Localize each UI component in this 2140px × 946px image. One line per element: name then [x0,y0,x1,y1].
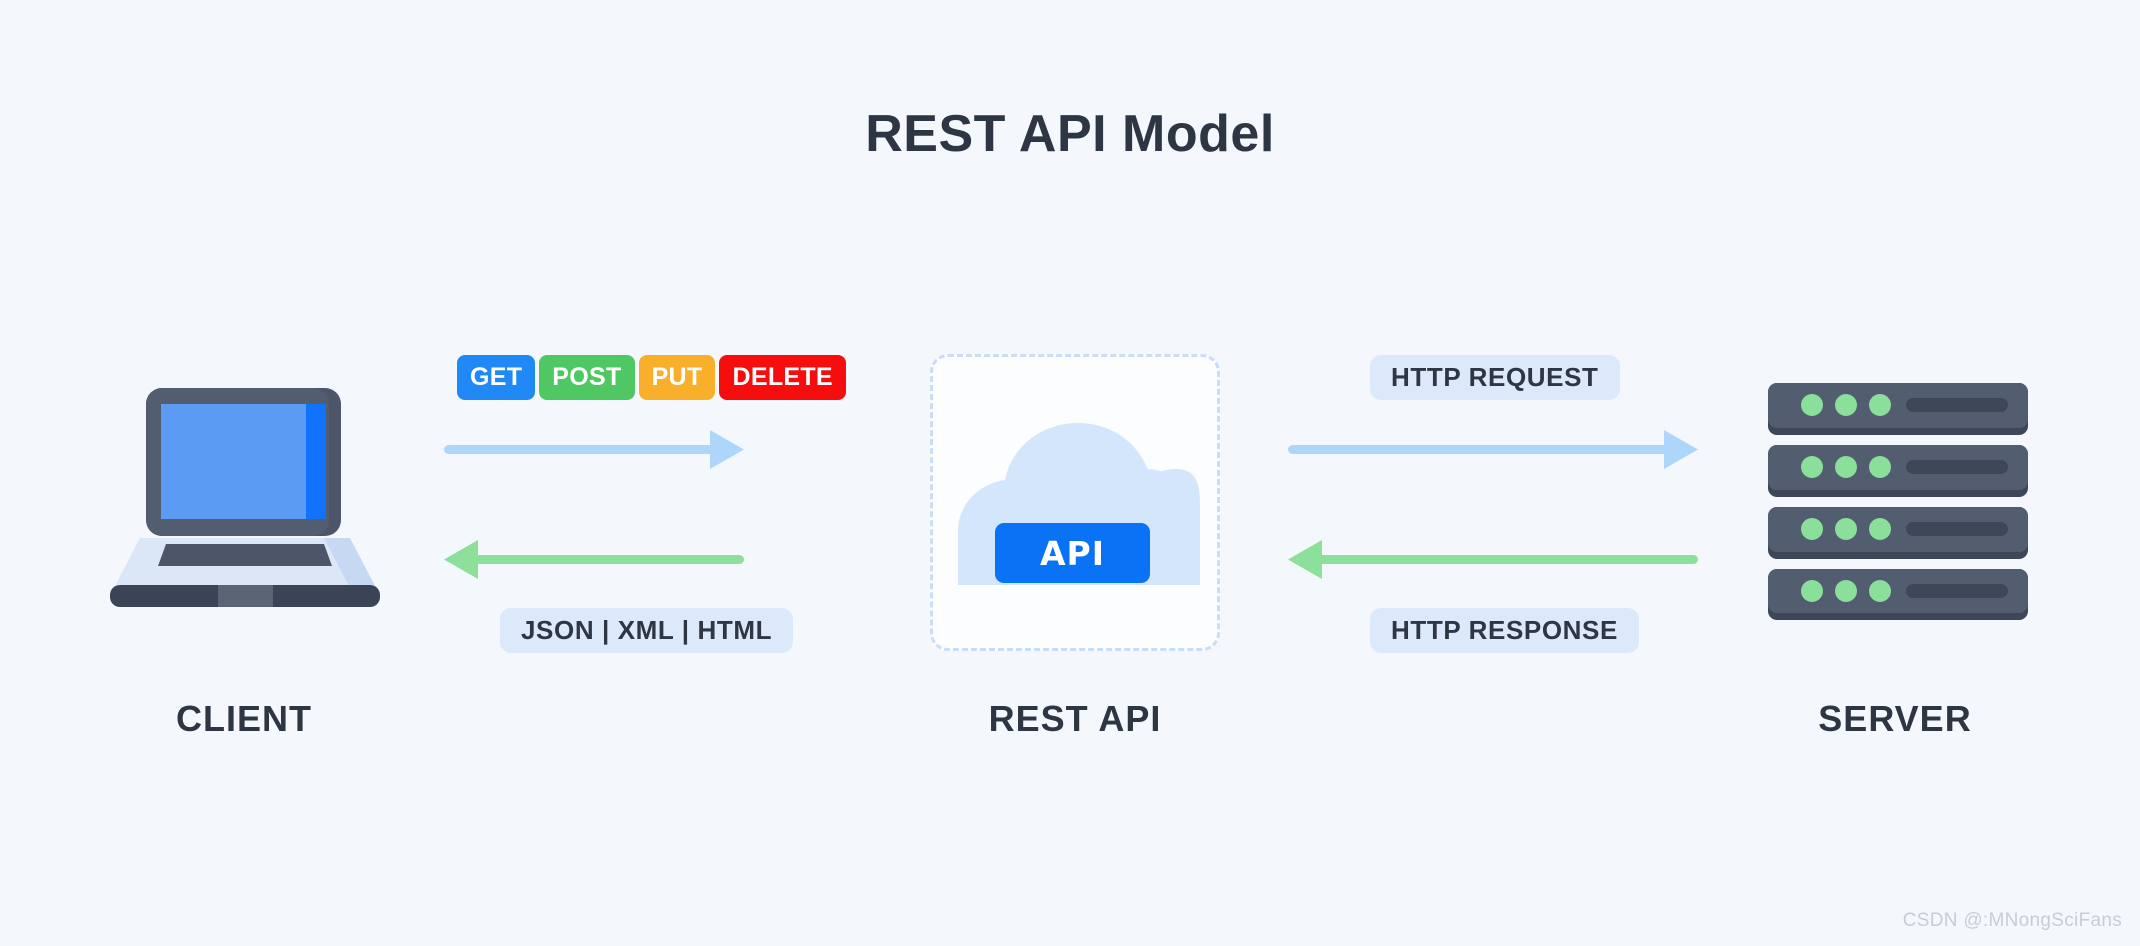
page-title: REST API Model [865,105,1275,163]
server-rack-icon [1768,383,2028,620]
node-label-client: CLIENT [176,698,312,739]
method-badge-put[interactable]: PUT [638,355,716,400]
method-badge-post[interactable]: POST [539,355,635,400]
response-format-label: JSON | XML | HTML [500,608,794,653]
arrow-server-to-api [1288,535,1698,590]
method-badge-get[interactable]: GET [457,355,536,400]
arrow-client-to-api [444,425,744,480]
arrow-api-to-server [1288,425,1698,480]
arrow-api-to-client [444,535,744,590]
api-badge[interactable]: API [995,523,1150,583]
http-method-badge-group: GET POST PUT DELETE [457,355,846,400]
node-label-rest-api: REST API [988,698,1162,739]
method-badge-delete[interactable]: DELETE [719,355,846,400]
http-response-label: HTTP RESPONSE [1370,608,1639,653]
http-request-label: HTTP REQUEST [1370,355,1620,400]
watermark: CSDN @:MNongSciFans [1902,910,2122,931]
node-label-server: SERVER [1818,698,1972,739]
laptop-icon [110,388,380,613]
